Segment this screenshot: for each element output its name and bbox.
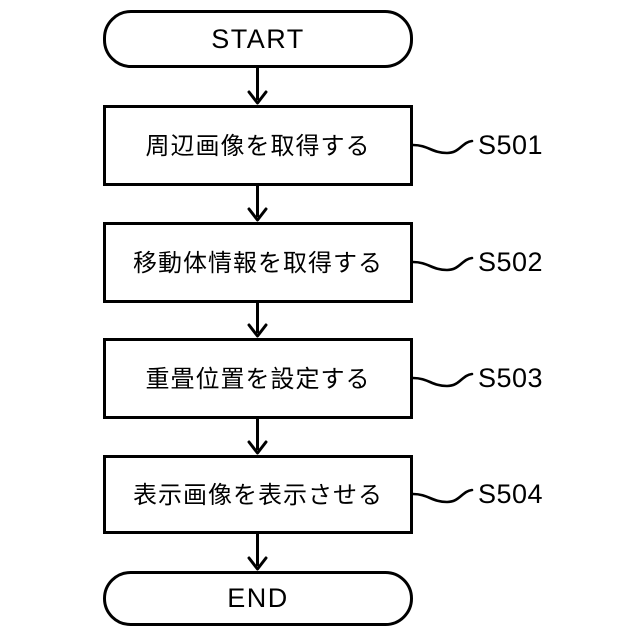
leader-line-s502 bbox=[411, 256, 474, 272]
step-ref-s502: S502 bbox=[478, 247, 544, 277]
arrowhead-s503-to-s504 bbox=[247, 440, 268, 455]
node-end[interactable]: END bbox=[103, 571, 413, 626]
node-s503-label: 重畳位置を設定する bbox=[145, 364, 371, 393]
node-start[interactable]: START bbox=[103, 10, 413, 68]
node-s503[interactable]: 重畳位置を設定する bbox=[103, 338, 413, 419]
node-s501-label: 周辺画像を取得する bbox=[145, 131, 371, 160]
node-s502[interactable]: 移動体情報を取得する bbox=[103, 222, 413, 303]
node-s504-label: 表示画像を表示させる bbox=[133, 480, 383, 509]
node-s502-label: 移動体情報を取得する bbox=[133, 248, 383, 277]
node-start-label: START bbox=[211, 23, 305, 54]
step-ref-s501: S501 bbox=[478, 130, 544, 160]
leader-line-s504 bbox=[411, 488, 474, 504]
arrowhead-s502-to-s503 bbox=[247, 323, 268, 338]
node-end-label: END bbox=[227, 583, 289, 613]
node-s504[interactable]: 表示画像を表示させる bbox=[103, 455, 413, 534]
leader-line-s501 bbox=[411, 139, 474, 155]
step-ref-s503: S503 bbox=[478, 363, 544, 393]
leader-line-s503 bbox=[411, 372, 474, 388]
node-s501[interactable]: 周辺画像を取得する bbox=[103, 105, 413, 186]
step-ref-s504: S504 bbox=[478, 479, 544, 509]
arrowhead-start-to-s501 bbox=[247, 90, 268, 105]
arrowhead-s504-to-end bbox=[247, 556, 268, 571]
arrowhead-s501-to-s502 bbox=[247, 207, 268, 222]
